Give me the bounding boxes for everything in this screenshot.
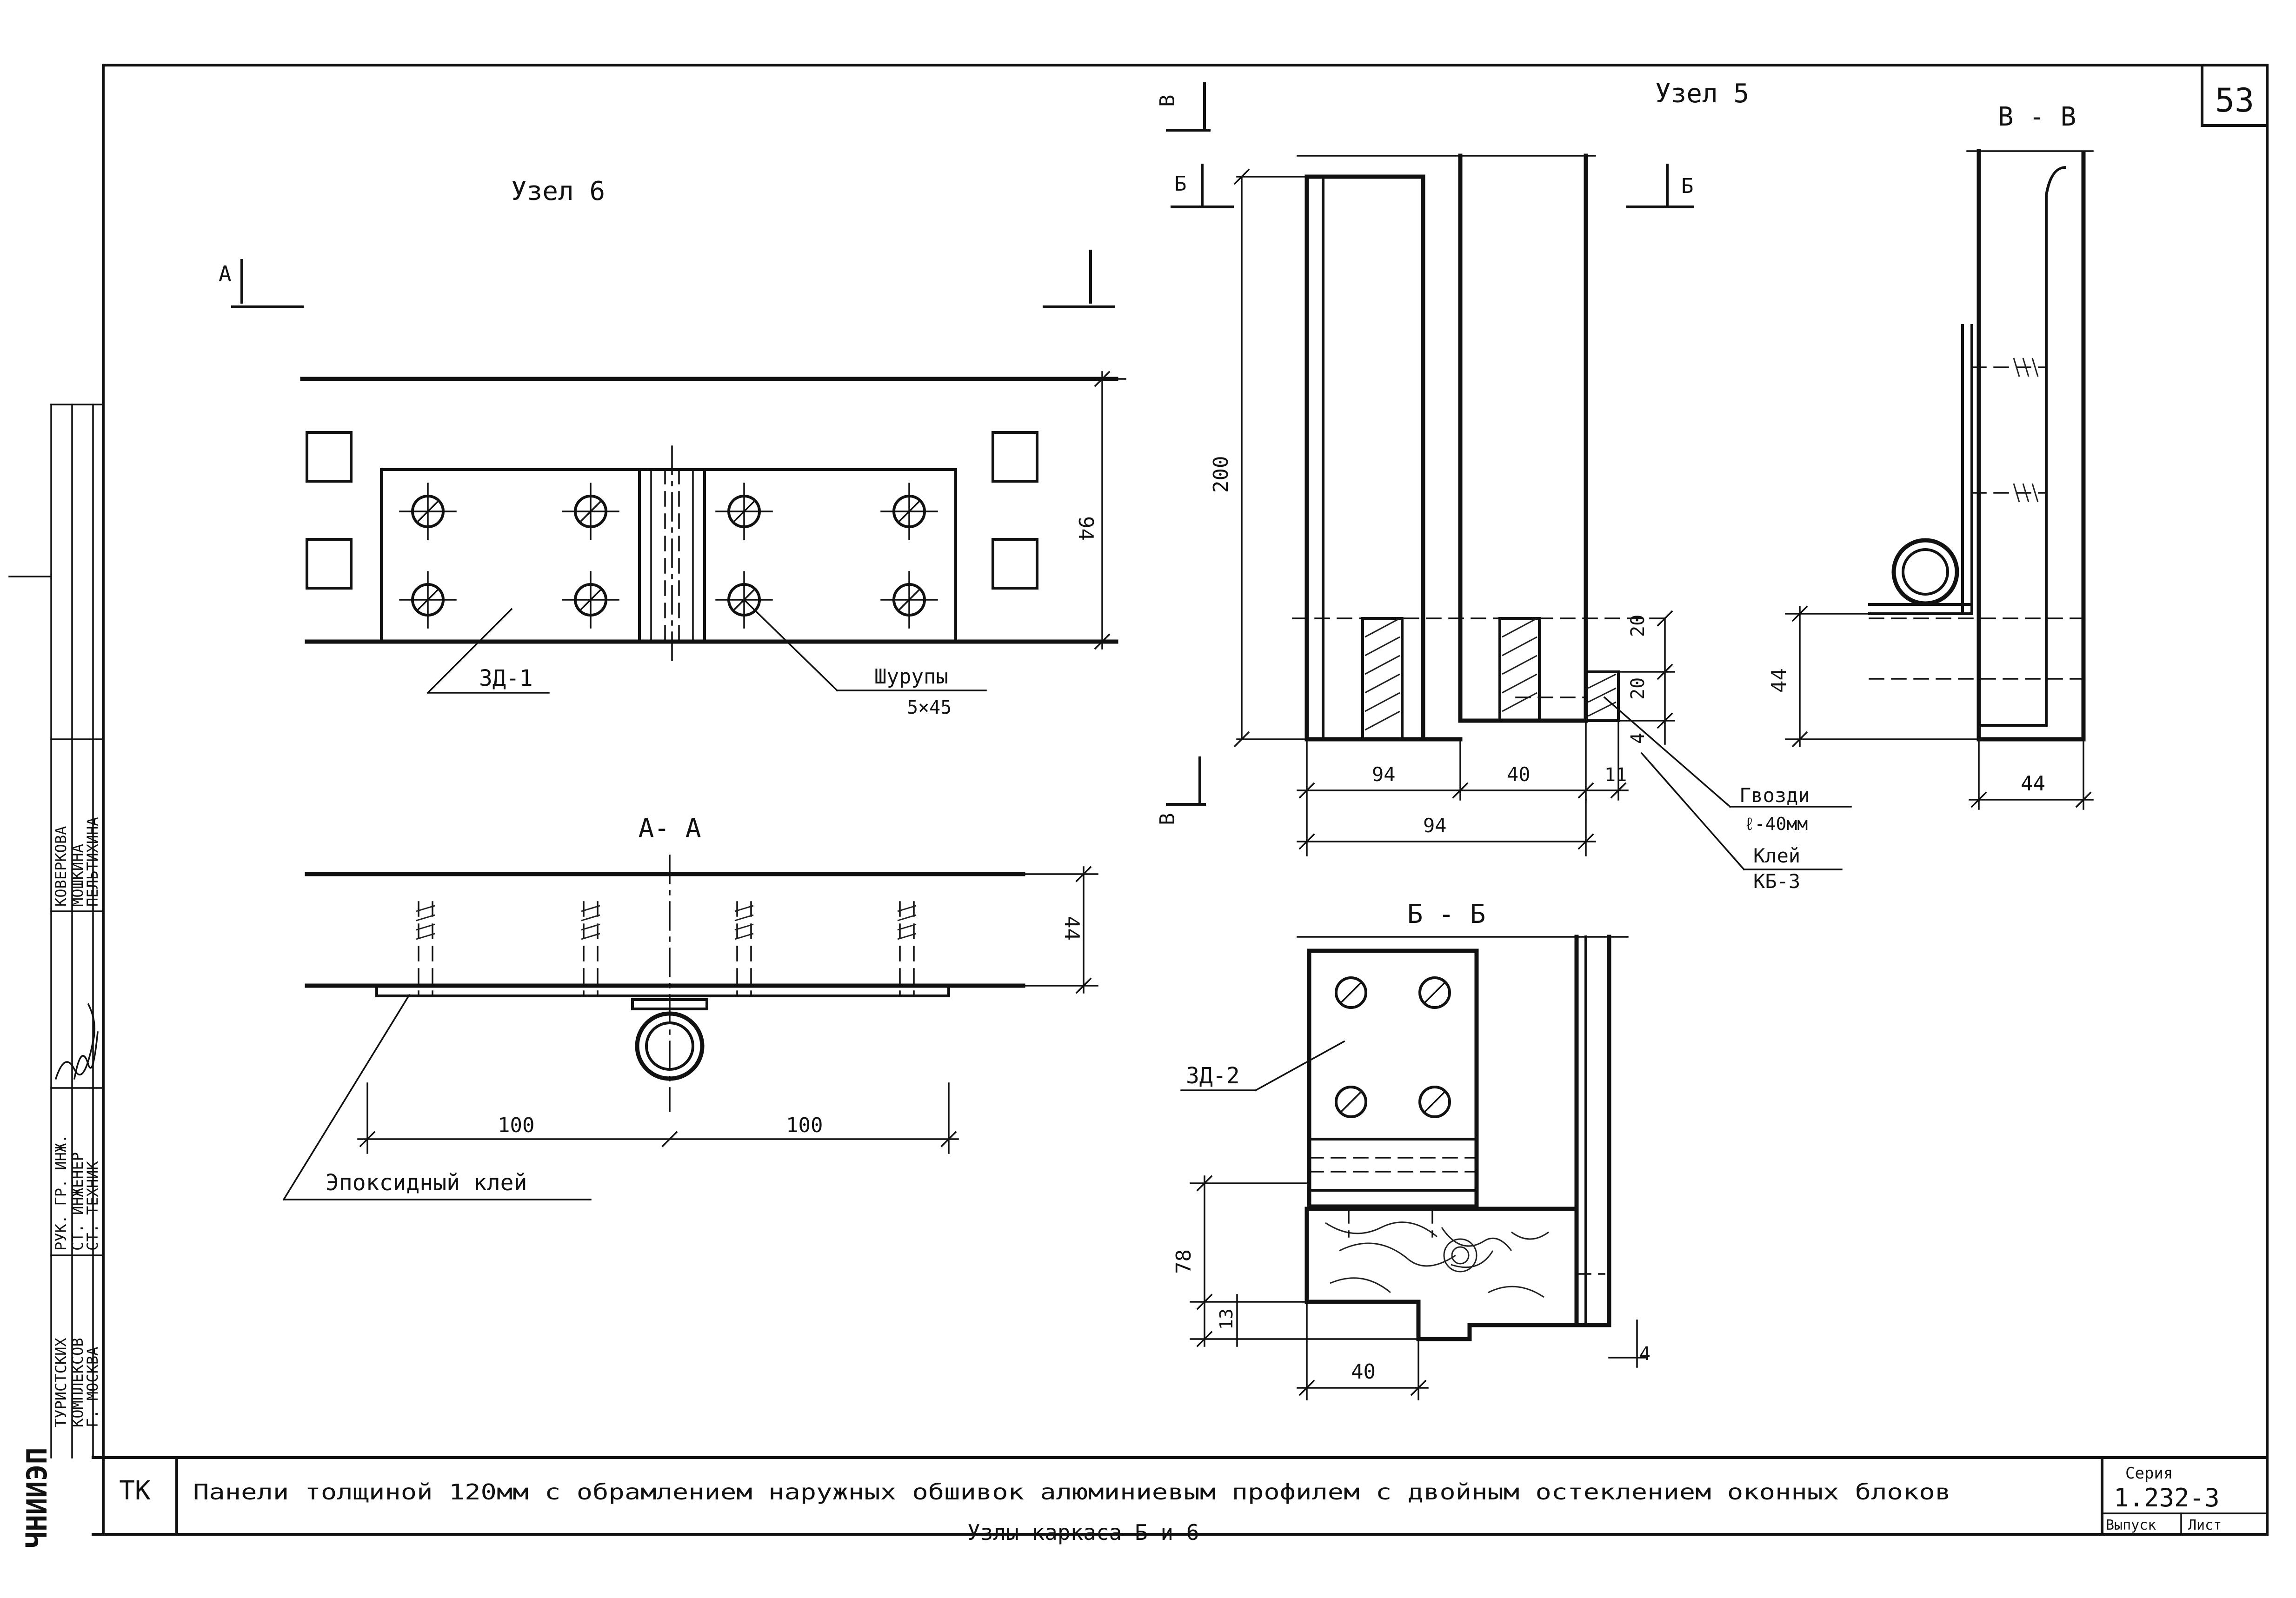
section-bb-dim-width: 40 bbox=[1351, 1360, 1376, 1384]
uzel5-dim-4: 4 bbox=[1627, 733, 1649, 744]
uzel5-cut-mark-b-left: Б bbox=[1174, 172, 1187, 196]
issue-label: Выпуск bbox=[2106, 1517, 2156, 1533]
view-uzel-5: Узел 5 В Б Б В bbox=[1156, 79, 1852, 893]
uzel5-dim-20a: 20 bbox=[1627, 615, 1649, 637]
uzel6-screws bbox=[399, 483, 938, 629]
stamp-name-1: КОВЕРКОВА bbox=[52, 826, 70, 907]
uzel5-title: Узел 5 bbox=[1655, 79, 1749, 109]
section-aa-dim-left: 100 bbox=[498, 1114, 534, 1137]
uzel6-part-label: ЗД-1 bbox=[479, 665, 533, 691]
bottom-caption: Узлы каркаса Б и 6 bbox=[967, 1520, 1199, 1545]
section-bb-dim-notch: 13 bbox=[1216, 1308, 1237, 1330]
doc-code: ТК bbox=[119, 1476, 151, 1506]
stamp-logo: ЧНИИЭП bbox=[21, 1447, 53, 1548]
uzel6-title: Узел 6 bbox=[511, 176, 605, 206]
section-aa-title: А- А bbox=[639, 813, 701, 843]
uzel5-nails-size: ℓ-40мм bbox=[1744, 814, 1808, 834]
uzel6-screws-size: 5×45 bbox=[907, 697, 952, 718]
uzel5-glue-label: Клей bbox=[1753, 844, 1800, 867]
uzel5-nails-label: Гвозди bbox=[1739, 784, 1810, 807]
view-section-bb: Б - Б 78 bbox=[1172, 899, 1650, 1400]
uzel6-screws-label: Шурупы bbox=[874, 665, 948, 689]
uzel5-glue-type: КБ-3 bbox=[1753, 870, 1800, 893]
uzel5-dim-w40: 40 bbox=[1507, 763, 1531, 786]
uzel5-dim-w11: 11 bbox=[1604, 764, 1627, 786]
left-stamp: ЧНИИЭП ТУРИСТСКИХ КОМПЛЕКСОВ Г. МОСКВА Р… bbox=[8, 404, 104, 1548]
view-section-vv: В - В 44 44 bbox=[1767, 102, 2094, 810]
sheet-frame bbox=[92, 64, 2269, 1536]
stamp-name-2: МОШКИНА bbox=[69, 844, 87, 907]
uzel6-dim-height: 94 bbox=[1074, 516, 1098, 541]
section-bb-part-label: ЗД-2 bbox=[1186, 1063, 1240, 1089]
section-vv-title: В - В bbox=[1998, 102, 2076, 132]
stamp-org-3: Г. МОСКВА bbox=[84, 1347, 101, 1427]
section-vv-dim-width: 44 bbox=[2021, 772, 2045, 796]
section-bb-dim-height: 78 bbox=[1172, 1249, 1196, 1274]
stamp-org-1: ТУРИСТСКИХ bbox=[52, 1338, 70, 1427]
sheet-description: Панели толщиной 120мм с обрамлением нару… bbox=[193, 1479, 1951, 1505]
section-aa-dim-right: 100 bbox=[786, 1114, 823, 1137]
series-label: Серия bbox=[2125, 1464, 2173, 1483]
stamp-role-3: СТ. ТЕХНИК bbox=[84, 1161, 101, 1251]
uzel5-cut-mark-v-bottom: В bbox=[1156, 813, 1179, 826]
signature-1 bbox=[54, 1003, 96, 1080]
stamp-role-1: РУК. ГР. ИНЖ. bbox=[52, 1134, 70, 1251]
page-number: 53 bbox=[2215, 81, 2254, 119]
uzel5-dim-w94a: 94 bbox=[1372, 763, 1396, 786]
sheet-label: Лист bbox=[2188, 1517, 2222, 1533]
uzel5-dim-height: 200 bbox=[1209, 456, 1233, 493]
view-uzel-6: Узел 6 А bbox=[219, 176, 1126, 718]
series-value: 1.232-3 bbox=[2114, 1483, 2220, 1512]
stamp-role-2: СТ. ИНЖЕНЕР bbox=[69, 1152, 87, 1251]
signature-2 bbox=[73, 1031, 99, 1080]
uzel5-cut-mark-v-top: В bbox=[1156, 95, 1179, 107]
section-aa-screws bbox=[416, 901, 917, 996]
section-aa-dim-height: 44 bbox=[1060, 916, 1084, 941]
section-aa-glue-label: Эпоксидный клей bbox=[326, 1170, 527, 1196]
uzel5-cut-mark-b-right: Б bbox=[1681, 174, 1694, 198]
section-bb-screws bbox=[1335, 976, 1451, 1118]
uzel6-cut-mark-a: А bbox=[219, 261, 232, 286]
uzel5-dim-20b: 20 bbox=[1627, 677, 1649, 700]
stamp-name-3: ПЕЛЬТИХИНА bbox=[84, 817, 101, 907]
section-bb-title: Б - Б bbox=[1407, 899, 1486, 929]
view-section-aa: А- А 44 100 bbox=[282, 813, 1098, 1201]
section-vv-dim-height: 44 bbox=[1767, 668, 1791, 693]
uzel5-dim-w94b: 94 bbox=[1423, 814, 1447, 837]
section-bb-dim-small: 4 bbox=[1639, 1343, 1650, 1365]
stamp-org-2: КОМПЛЕКСОВ bbox=[69, 1338, 87, 1427]
